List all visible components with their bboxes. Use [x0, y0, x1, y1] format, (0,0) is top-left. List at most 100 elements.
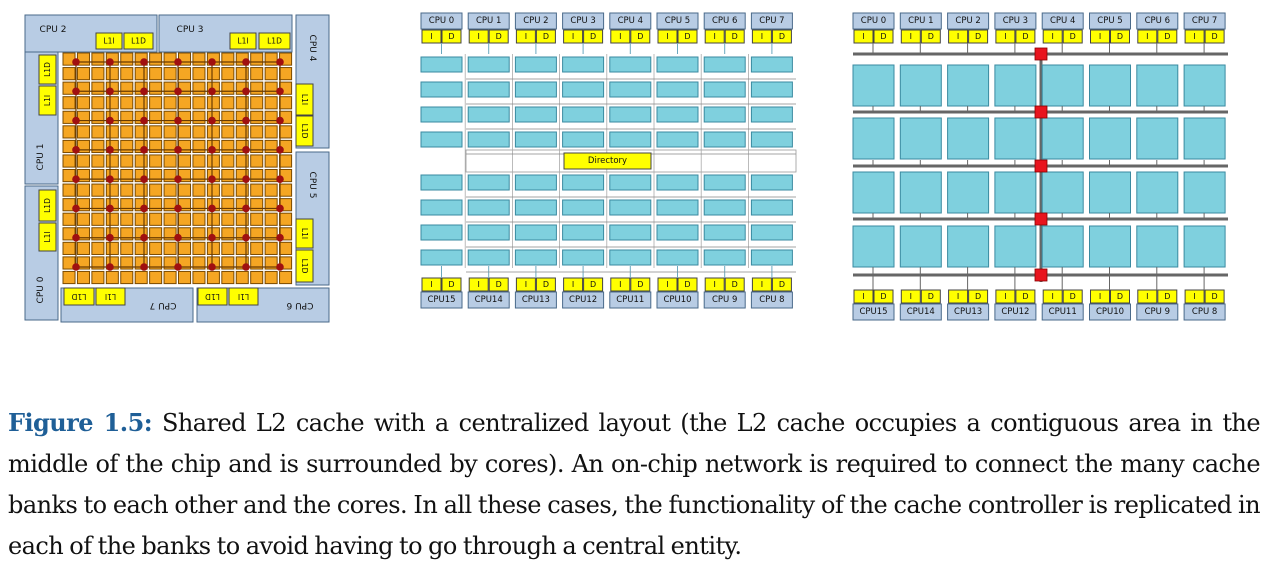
l2-bank — [206, 270, 220, 285]
l2-bank — [120, 169, 134, 183]
l2-bank — [192, 154, 206, 168]
l2-bank — [279, 183, 293, 197]
dcache-label: D — [496, 32, 502, 41]
router-node — [140, 58, 148, 66]
icache — [995, 289, 1016, 304]
l1-cache-l1d — [38, 54, 57, 85]
icache-label: I — [1004, 292, 1006, 301]
l2-bank — [163, 212, 177, 226]
icache — [421, 277, 442, 292]
router-node — [208, 116, 216, 125]
dcache-label: D — [732, 32, 738, 41]
l1-cache-label: L1D — [205, 292, 220, 301]
l2-bank — [178, 241, 192, 255]
l2-bank — [105, 125, 119, 139]
core-label: CPU 4 — [307, 35, 317, 62]
l2-bank — [264, 139, 278, 154]
router-node — [140, 87, 148, 96]
l1-cache-label: L1I — [300, 228, 309, 239]
icache-label: I — [572, 280, 574, 289]
cpu-block — [562, 291, 605, 309]
l2-bank — [279, 241, 293, 255]
l2-bank — [149, 227, 163, 241]
dcache — [1204, 289, 1225, 304]
l2-bank — [562, 81, 605, 98]
dcache — [441, 277, 462, 292]
l2-bank — [91, 67, 105, 81]
l2-bank — [420, 131, 463, 148]
router-node — [242, 204, 250, 213]
cpu-label: CPU 2 — [523, 16, 548, 26]
l1-cache-l1d — [258, 32, 291, 50]
l2-bank — [192, 256, 206, 270]
cpu-block — [703, 291, 746, 309]
l2-bank — [206, 241, 220, 255]
l2-bank — [703, 106, 746, 123]
cpu-label: CPU 6 — [712, 16, 737, 26]
l2-bank — [91, 139, 105, 154]
l2-bank — [562, 249, 605, 266]
l2-bank — [149, 110, 163, 124]
icache — [515, 29, 536, 44]
l2-bank — [76, 67, 90, 81]
l2-bank — [235, 67, 249, 81]
l2-bank — [62, 212, 76, 226]
cpu-block — [656, 291, 699, 309]
l1-cache-l1i — [38, 222, 57, 252]
l2-bank — [105, 241, 119, 255]
router-node — [106, 204, 114, 213]
l2-bank — [264, 96, 278, 110]
cpu-label: CPU 7 — [1192, 16, 1217, 26]
l2-bank — [279, 270, 293, 285]
l2-bank — [163, 241, 177, 255]
l2-bank — [120, 227, 134, 241]
router-node — [140, 263, 148, 271]
icache-label: I — [619, 32, 621, 41]
l2-bank — [149, 154, 163, 168]
l2-bank — [120, 81, 134, 95]
l2-bank — [178, 270, 192, 285]
l2-bank — [750, 81, 793, 98]
l2-bank — [91, 212, 105, 226]
l2-bank — [163, 110, 177, 124]
router-node — [208, 146, 216, 154]
l2-bank — [264, 270, 278, 285]
l1-cache-l1d — [63, 287, 95, 306]
icache — [751, 277, 772, 292]
l2-bank — [105, 96, 119, 110]
icache-label: I — [761, 280, 763, 289]
l2-bank — [750, 224, 793, 241]
l2-bank — [947, 225, 990, 268]
l2-bank — [250, 139, 264, 154]
l2-bank — [656, 199, 699, 216]
icache-label: I — [714, 32, 716, 41]
l2-bank — [221, 154, 235, 168]
l2-bank — [163, 125, 177, 139]
l2-bank — [120, 67, 134, 81]
router-node — [72, 116, 80, 125]
icache-label: I — [910, 32, 912, 41]
l2-bank — [91, 241, 105, 255]
icache — [610, 29, 631, 44]
cpu-label: CPU 0 — [861, 16, 886, 26]
l2-bank — [467, 56, 510, 73]
l1-cache-label: L1I — [300, 94, 309, 105]
router-node — [276, 146, 284, 154]
cpu-block — [656, 12, 699, 30]
l2-bank — [62, 241, 76, 255]
l2-bank — [264, 81, 278, 95]
router-node — [72, 204, 80, 213]
cpu-block — [1136, 12, 1179, 30]
cpu-label: CPU 9 — [712, 295, 737, 305]
l2-bank — [91, 183, 105, 197]
l2-bank — [62, 125, 76, 139]
l2-bank — [420, 56, 463, 73]
router-node — [208, 175, 216, 183]
router-node — [106, 58, 114, 66]
icache — [1137, 29, 1158, 44]
cpu-block — [852, 12, 895, 30]
router-node — [242, 116, 250, 125]
l2-bank — [899, 64, 942, 107]
icache-label: I — [666, 32, 668, 41]
core-label: CPU 7 — [150, 300, 177, 310]
